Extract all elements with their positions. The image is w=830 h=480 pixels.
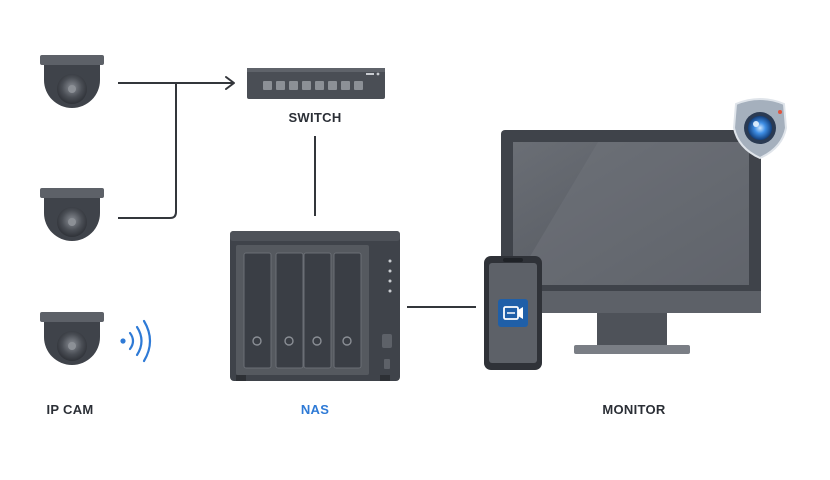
monitor-icon — [501, 130, 761, 354]
connection-lines — [118, 76, 476, 308]
monitor-label: MONITOR — [602, 402, 666, 417]
arrow-head — [225, 76, 235, 90]
security-camera-badge-icon — [732, 98, 788, 160]
cam2-to-switch-line — [118, 83, 177, 219]
dome-camera-icon — [40, 55, 104, 108]
wifi-signal-icon — [120, 319, 152, 363]
nas-icon — [230, 231, 400, 381]
dome-camera-icon — [40, 312, 104, 365]
network-switch-icon — [247, 68, 385, 99]
nas-label: NAS — [300, 402, 330, 417]
ipcam-label: IP CAM — [46, 402, 94, 417]
switch-label: SWITCH — [288, 110, 342, 125]
smartphone-icon — [484, 256, 542, 370]
surveillance-app-icon — [498, 299, 528, 327]
dome-camera-icon — [40, 188, 104, 241]
